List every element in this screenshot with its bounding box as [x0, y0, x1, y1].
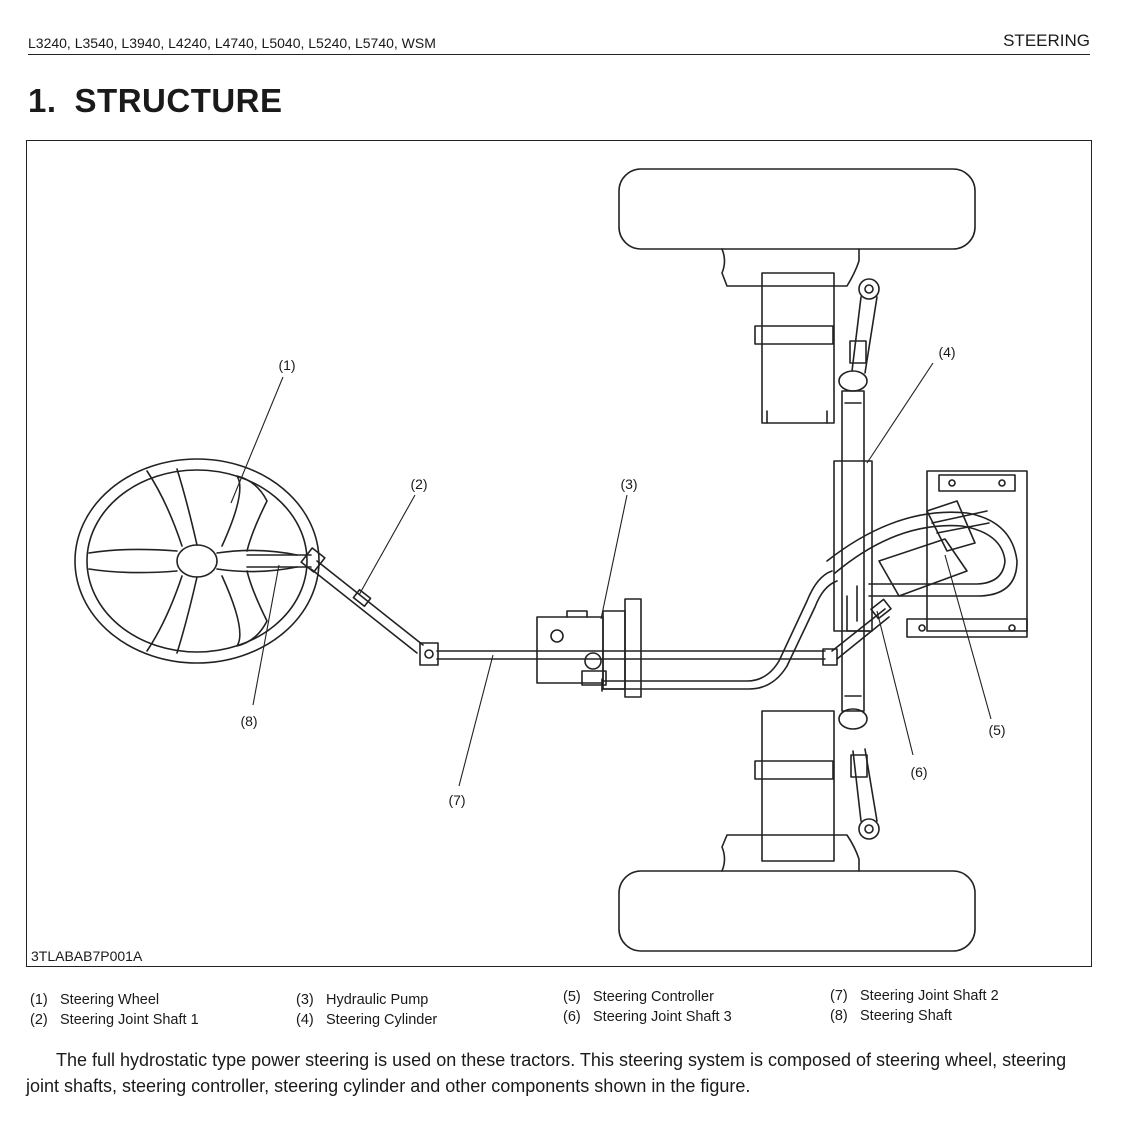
legend-number: (7)	[830, 988, 848, 1004]
legend-number: (5)	[563, 989, 581, 1005]
legend-number: (8)	[830, 1008, 848, 1024]
title-text: STRUCTURE	[74, 82, 283, 119]
front-tire-bottom	[618, 870, 976, 952]
axle-housing-top	[721, 248, 860, 424]
legend-item: (4) Steering Cylinder	[296, 1010, 437, 1030]
legend-column-2: (3) Hydraulic Pump (4) Steering Cylinder	[296, 990, 437, 1030]
legend-label: Steering Joint Shaft 3	[593, 1009, 732, 1025]
description-paragraph: The full hydrostatic type power steering…	[26, 1050, 1067, 1096]
callout-8: (8)	[240, 713, 257, 729]
legend-number: (1)	[30, 992, 48, 1008]
legend-item: (5) Steering Controller	[563, 987, 732, 1007]
axle-housing-bottom	[721, 710, 860, 872]
legend-item: (8) Steering Shaft	[830, 1006, 999, 1026]
figure-code: 3TLABAB7P001A	[31, 948, 143, 964]
legend-item: (2) Steering Joint Shaft 1	[30, 1010, 199, 1030]
legend-number: (3)	[296, 992, 314, 1008]
legend-item: (6) Steering Joint Shaft 3	[563, 1007, 732, 1027]
title-number: 1.	[28, 82, 57, 119]
legend-number: (2)	[30, 1012, 48, 1028]
model-list: L3240, L3540, L3940, L4240, L4740, L5040…	[28, 35, 436, 51]
callout-leaders	[230, 362, 992, 787]
legend-item: (1) Steering Wheel	[30, 990, 199, 1010]
callout-5: (5)	[988, 722, 1005, 738]
steering-controller	[826, 470, 1028, 638]
knuckle-arm-bottom	[850, 748, 880, 840]
callout-3: (3)	[620, 476, 637, 492]
page-title: 1. STRUCTURE	[28, 82, 283, 120]
callout-2: (2)	[410, 476, 427, 492]
hydraulic-hose	[601, 570, 838, 692]
legend-label: Steering Wheel	[60, 992, 160, 1008]
steering-structure-figure: (1) (2) (3) (4) (5) (6) (7) (8) 3TLABAB7…	[26, 140, 1092, 967]
legend-label: Steering Cylinder	[326, 1012, 438, 1028]
legend-label: Steering Controller	[593, 989, 714, 1005]
legend-item: (7) Steering Joint Shaft 2	[830, 986, 999, 1006]
front-tire-top	[618, 168, 976, 250]
legend-label: Steering Shaft	[860, 1008, 952, 1024]
steering-joint-shaft-2	[419, 642, 826, 666]
legend-number: (4)	[296, 1012, 314, 1028]
callout-6: (6)	[910, 764, 927, 780]
steering-wheel	[74, 458, 320, 664]
hydraulic-pump	[536, 598, 642, 698]
legend-column-4: (7) Steering Joint Shaft 2 (8) Steering Sh…	[830, 986, 999, 1026]
legend-column-1: (1) Steering Wheel (2) Steering Joint Shaf…	[30, 990, 199, 1030]
callout-7: (7)	[448, 792, 465, 808]
section-name: STEERING	[1003, 31, 1090, 50]
callout-1: (1)	[278, 357, 295, 373]
legend-label: Steering Joint Shaft 2	[860, 988, 999, 1004]
steering-diagram: (1) (2) (3) (4) (5) (6) (7) (8)	[74, 168, 1028, 952]
knuckle-arm-top	[849, 278, 880, 374]
callout-4: (4)	[938, 344, 955, 360]
legend-label: Hydraulic Pump	[326, 992, 429, 1008]
legend-label: Steering Joint Shaft 1	[60, 1012, 199, 1028]
page-header: L3240, L3540, L3940, L4240, L4740, L5040…	[28, 30, 1090, 55]
legend-number: (6)	[563, 1009, 581, 1025]
legend-item: (3) Hydraulic Pump	[296, 990, 437, 1010]
legend-column-3: (5) Steering Controller (6) Steering Joint…	[563, 987, 732, 1027]
